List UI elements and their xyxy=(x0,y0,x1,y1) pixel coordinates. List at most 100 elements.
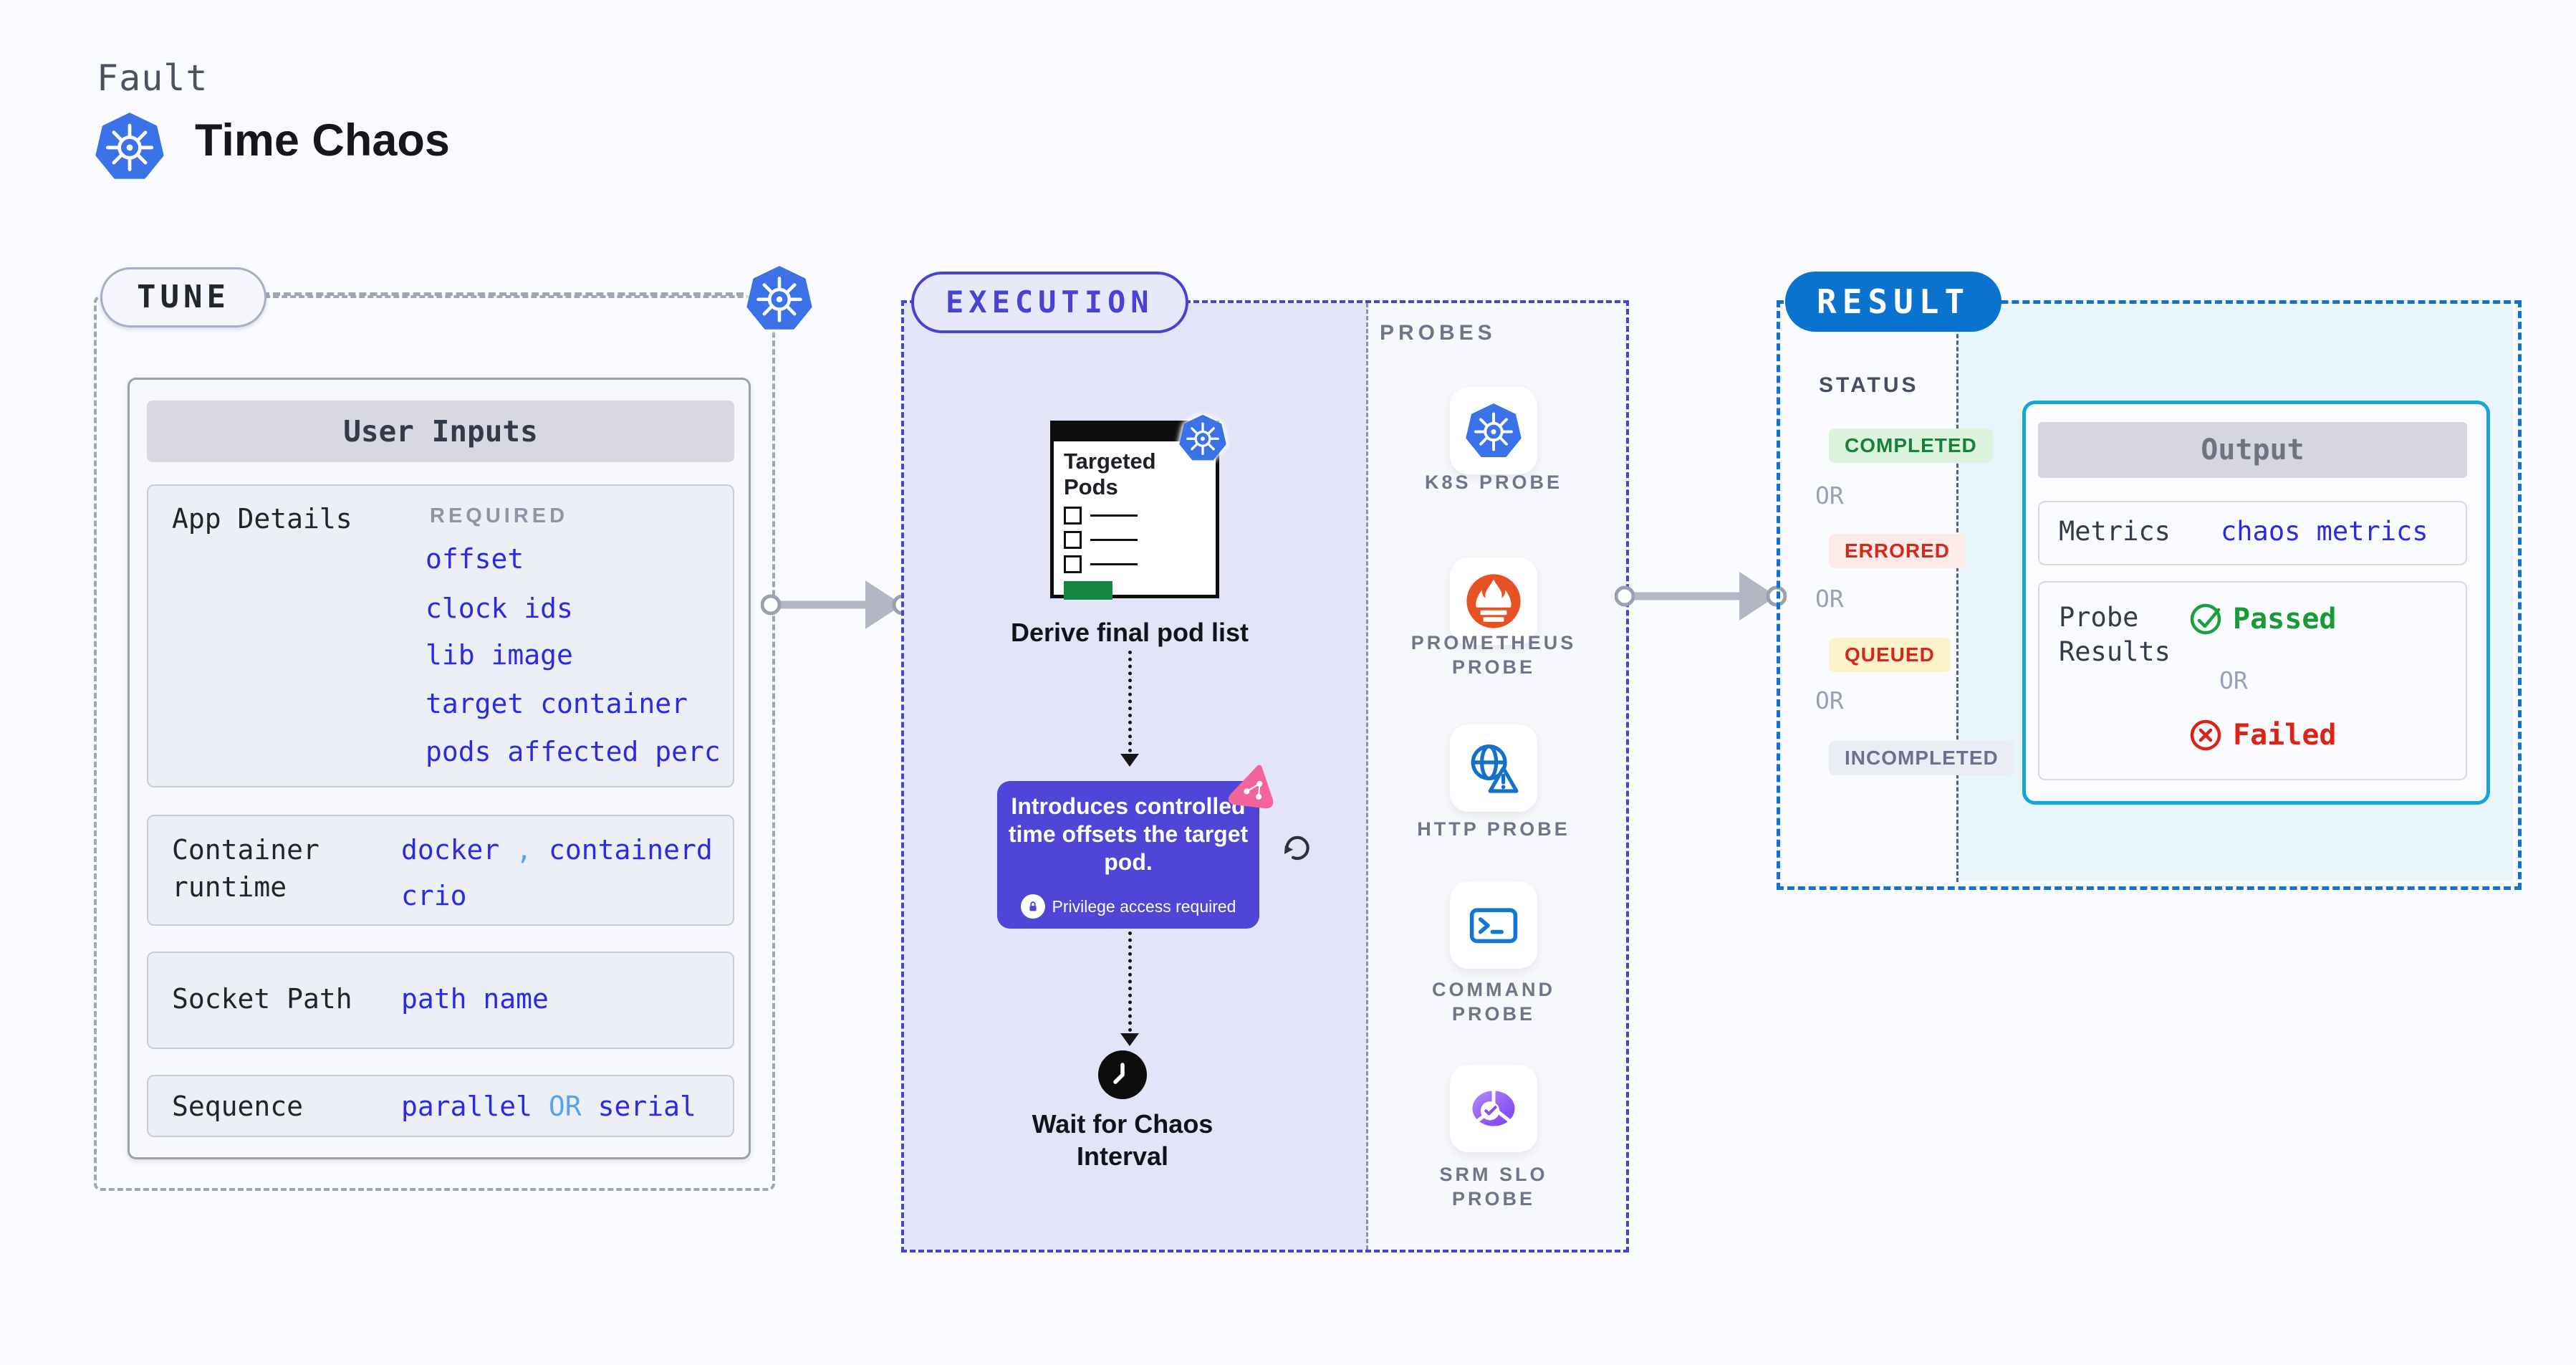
status-badge-incompleted: INCOMPLETED xyxy=(1829,741,2014,775)
http-globe-warning-icon xyxy=(1471,744,1519,793)
checkbox-icon xyxy=(1064,507,1082,525)
probe-card-k8s xyxy=(1450,387,1537,474)
wait-chaos-interval-label: Wait for Chaos Interval xyxy=(1032,1109,1213,1171)
link-chaos-metrics[interactable]: chaos metrics xyxy=(2221,516,2428,547)
probe-label-k8s: K8S PROBE xyxy=(1424,471,1563,493)
fault-tooltip: Introduces controlled time offsets the t… xyxy=(997,781,1259,929)
derive-pod-list-label: Derive final pod list xyxy=(1010,618,1249,647)
lock-icon xyxy=(1020,894,1045,919)
app-details-label: App Details xyxy=(172,503,352,535)
pod-line xyxy=(1090,563,1138,565)
x-circle-icon xyxy=(2190,719,2221,751)
container-runtime-values: docker , containerd xyxy=(401,834,713,866)
app-details-row xyxy=(147,484,734,787)
comma-separator: , xyxy=(516,834,533,866)
link-path-name[interactable]: path name xyxy=(401,983,549,1015)
output-title: Output xyxy=(2038,422,2467,478)
probe-card-command xyxy=(1450,881,1537,969)
failed-result: Failed xyxy=(2188,718,2337,752)
or-label: OR xyxy=(1815,482,1844,509)
arrow-tune-to-execution xyxy=(761,580,913,629)
link-crio[interactable]: crio xyxy=(401,880,467,911)
probe-results-label: Probe Results xyxy=(2059,602,2171,667)
probe-card-prometheus xyxy=(1450,557,1537,645)
link-target-container[interactable]: target container xyxy=(426,688,688,719)
kubernetes-icon xyxy=(95,112,164,181)
window-body: Targeted Pods xyxy=(1054,441,1216,600)
failed-label: Failed xyxy=(2233,719,2337,752)
link-docker[interactable]: docker xyxy=(401,834,500,866)
or-label: OR xyxy=(1815,585,1844,613)
metrics-row xyxy=(2038,501,2467,565)
checkbox-icon xyxy=(1064,555,1082,573)
container-runtime-row xyxy=(147,815,734,926)
probe-results-row xyxy=(2038,581,2467,780)
sequence-label: Sequence xyxy=(172,1091,304,1122)
targeted-pods-title: Targeted Pods xyxy=(1064,449,1156,499)
status-badge-completed: COMPLETED xyxy=(1829,428,1993,463)
page-title: Time Chaos xyxy=(195,115,450,166)
link-serial[interactable]: serial xyxy=(597,1091,696,1122)
container-runtime-label: Container runtime xyxy=(172,834,319,903)
privilege-note: Privilege access required xyxy=(997,894,1259,919)
tune-section-box xyxy=(94,295,775,1191)
metrics-label: Metrics xyxy=(2059,516,2171,547)
tune-connector-line xyxy=(262,292,744,296)
probe-label-command: COMMAND PROBE xyxy=(1432,979,1555,1025)
socket-path-row xyxy=(147,952,734,1049)
passed-label: Passed xyxy=(2233,603,2337,636)
or-label: OR xyxy=(2219,666,2248,694)
arrow-execution-to-result xyxy=(1615,572,1787,621)
probe-label-http: HTTP PROBE xyxy=(1417,818,1570,840)
link-clock-ids[interactable]: clock ids xyxy=(426,593,573,624)
sequence-row xyxy=(147,1075,734,1137)
prometheus-probe-icon xyxy=(1466,574,1521,628)
refresh-icon xyxy=(1284,835,1309,861)
terminal-icon xyxy=(1469,908,1518,944)
litmus-chaos-icon xyxy=(1228,765,1274,809)
flow-dotted-line xyxy=(1128,931,1132,1032)
result-divider-line xyxy=(1956,302,1959,882)
sequence-values: parallel OR serial xyxy=(401,1091,696,1122)
probe-card-srm-slo xyxy=(1450,1065,1537,1152)
progress-bar xyxy=(1064,581,1112,600)
fault-eyebrow: Fault xyxy=(97,57,208,99)
result-badge: RESULT xyxy=(1785,272,2002,332)
link-containerd[interactable]: containerd xyxy=(548,834,713,866)
probe-card-http xyxy=(1450,724,1537,812)
flow-dotted-line xyxy=(1128,651,1132,752)
pod-list-item xyxy=(1064,507,1216,525)
pod-line xyxy=(1090,514,1138,517)
link-pods-affected-perc[interactable]: pods affected perc xyxy=(426,736,721,767)
link-lib-image[interactable]: lib image xyxy=(426,639,573,671)
socket-path-label: Socket Path xyxy=(172,983,352,1015)
or-conjunction: OR xyxy=(548,1091,582,1122)
link-offset[interactable]: offset xyxy=(426,543,524,575)
link-parallel[interactable]: parallel xyxy=(401,1091,533,1122)
probes-title: PROBES xyxy=(1380,321,1496,345)
user-inputs-title: User Inputs xyxy=(147,401,734,462)
pod-list-item xyxy=(1064,555,1216,573)
status-title: STATUS xyxy=(1819,373,1919,397)
checkbox-icon xyxy=(1064,531,1082,549)
flow-arrowhead xyxy=(1120,754,1139,767)
tooltip-text: Introduces controlled time offsets the t… xyxy=(1008,793,1249,875)
clock-icon xyxy=(1098,1050,1147,1099)
slo-donut-check-icon xyxy=(1472,1088,1515,1126)
kubernetes-icon xyxy=(1179,414,1226,461)
status-badge-errored: ERRORED xyxy=(1829,534,1966,568)
or-label: OR xyxy=(1815,686,1844,714)
pod-list-item xyxy=(1064,531,1216,549)
result-section-box xyxy=(1777,300,2522,890)
pod-line xyxy=(1090,539,1138,541)
privilege-note-text: Privilege access required xyxy=(1052,896,1236,916)
probe-label-prometheus: PROMETHEUS PROBE xyxy=(1410,632,1577,678)
check-circle-icon xyxy=(2190,603,2221,635)
tune-badge: TUNE xyxy=(100,267,266,327)
probes-divider-line xyxy=(1366,303,1368,1250)
execution-badge: EXECUTION xyxy=(911,272,1188,333)
status-badge-queued: QUEUED xyxy=(1829,638,1951,672)
kubernetes-probe-icon xyxy=(1466,403,1522,459)
flow-arrowhead xyxy=(1120,1033,1139,1046)
